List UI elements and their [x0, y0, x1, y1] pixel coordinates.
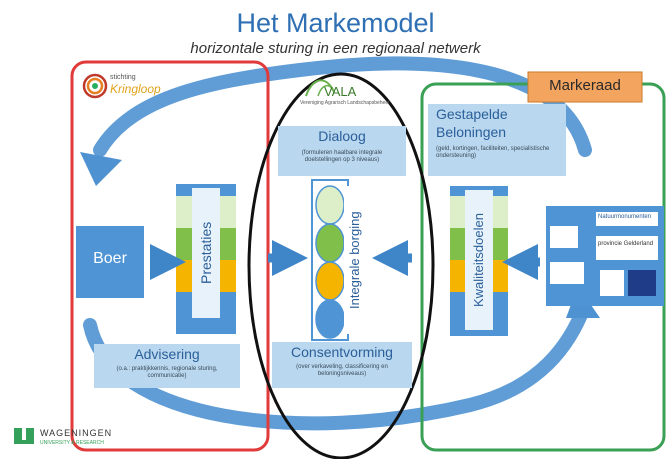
kringloop-logo-name: Kringloop: [110, 82, 161, 96]
markeraad-box: [527, 71, 643, 103]
vala-logo-subtext: Vereniging Agrarisch Landschapsbeheer: [300, 100, 390, 106]
top-cycle-arrowhead: [80, 152, 122, 186]
gestapelde-label-line1: Gestapelde: [436, 106, 508, 122]
kringloop-logo-icon: [82, 73, 108, 99]
consentvorming-label: Consentvorming: [291, 344, 393, 360]
borging-layer-green: [315, 223, 345, 263]
markeraad-label: Markeraad: [549, 77, 621, 94]
borging-layer-blue: [315, 299, 345, 339]
page-title: Het Markemodel: [236, 8, 435, 38]
partner-logo-1-text: Natuurmonumenten: [598, 214, 652, 220]
wageningen-logo-text: WAGENINGEN: [40, 428, 113, 438]
borging-layer-pale: [315, 185, 345, 225]
wageningen-logo-icon: [14, 428, 34, 444]
dialoog-label: Dialoog: [318, 128, 366, 144]
consentvorming-box: [272, 342, 412, 388]
boer-label: Boer: [93, 250, 127, 267]
advisering-subtext: (o.a.: praktijkkennis, regionale sturing…: [116, 366, 218, 379]
kwaliteitsdoelen-label-panel: [465, 190, 493, 330]
gestapelde-label-line2: Beloningen: [436, 124, 507, 140]
partner-logo-1: [596, 212, 658, 226]
kwaliteitsdoelen-label: Kwaliteitsdoelen: [471, 213, 486, 307]
advisering-box: [94, 344, 240, 388]
borging-layer-yellow: [315, 261, 345, 301]
partner-logo-3: [550, 226, 578, 248]
advisering-label: Advisering: [134, 346, 200, 362]
dialoog-box: [278, 126, 406, 176]
vala-logo-icon: [305, 79, 335, 97]
gestapelde-subtext: (geld, kortingen, faciliteiten, speciali…: [436, 146, 550, 159]
partner-logo-4: [550, 262, 584, 284]
wageningen-logo-subtext: UNIVERSITY & RESEARCH: [40, 440, 104, 446]
consentvorming-subtext: (over verkaveling, classificering en bel…: [296, 364, 388, 377]
kringloop-logo-top: stichting: [110, 74, 136, 81]
boer-box: [76, 226, 144, 298]
integrale-borging-label: Integrale borging: [347, 211, 362, 309]
vala-logo-text: VALA: [324, 84, 357, 99]
partner-logo-5: [600, 270, 624, 296]
partner-logo-2: [596, 236, 658, 260]
prestaties-label: Prestaties: [198, 221, 214, 285]
partner-logo-6: [628, 270, 656, 296]
partner-logo-2-text: provincie Gelderland: [598, 241, 654, 247]
dialoog-subtext: (formuleren haalbare integrale doelstell…: [301, 150, 383, 163]
middle-ellipse: [247, 72, 435, 459]
gestapelde-beloningen-box: [428, 104, 566, 176]
page-subtitle: horizontale sturing in een regionaal net…: [190, 40, 481, 57]
prestaties-label-panel: [192, 188, 220, 318]
borging-label-panel: [344, 186, 366, 334]
